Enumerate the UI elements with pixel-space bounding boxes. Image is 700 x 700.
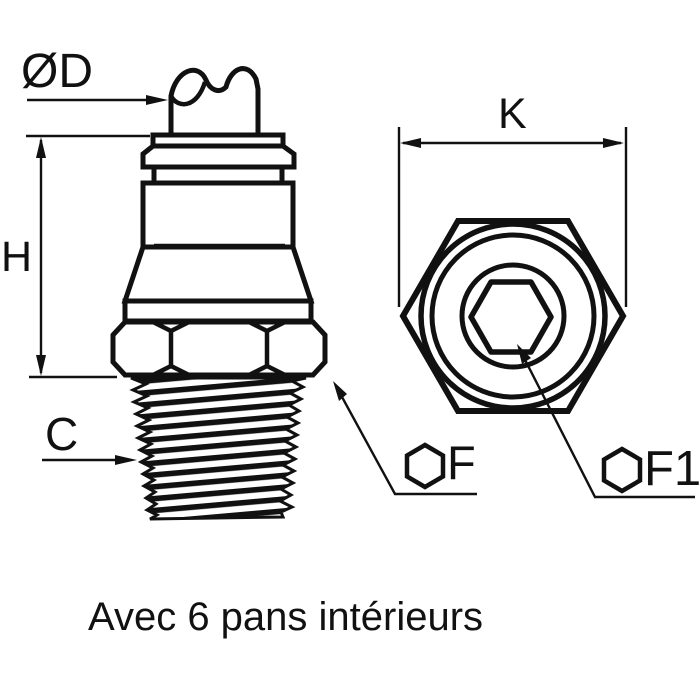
label-nut-hex: F [447,436,476,489]
label-socket-hex: F1 [644,442,700,496]
hex-socket [468,279,554,355]
top-view [399,218,627,414]
h-arrowhead-down-icon [36,355,46,376]
c-arrowhead-icon [115,455,137,465]
f-arrowhead-icon [333,381,347,401]
tube-break-loop [169,81,208,107]
male-thread [129,376,307,521]
side-view [110,66,328,521]
flange [122,298,314,324]
label-thread: C [45,408,79,460]
figure-caption: Avec 6 pans intérieurs [88,595,484,639]
label-hex-across-corners: K [498,90,527,138]
f1-arrowhead-icon [517,344,531,364]
h-arrowhead-up-icon [36,137,46,158]
chamfer-circle-outer [418,221,608,411]
socket-bore-circle [459,262,567,370]
main-body [140,180,296,250]
od-arrowhead-icon [146,95,168,105]
label-overall-height: H [1,233,33,281]
label-tube-diameter: ØD [21,45,93,98]
dim-c [42,455,137,465]
dim-h [26,134,150,379]
leader-f [333,381,477,496]
body-cap [140,143,297,170]
hex-outline-top [399,218,627,414]
hex-nut-facets [151,319,287,378]
k-arrowhead-left-icon [400,138,421,148]
tube-break-symbol [168,66,261,136]
chamfer-circle-inner [429,232,597,400]
dim-od [27,95,168,105]
hex-icon-f [404,442,446,490]
hex-icon-f1 [601,446,643,494]
hex-nut-outline [110,319,328,378]
dim-k [397,127,628,307]
k-arrowhead-right-icon [603,138,624,148]
leader-f1 [517,344,695,499]
taper-skirt [121,244,315,304]
